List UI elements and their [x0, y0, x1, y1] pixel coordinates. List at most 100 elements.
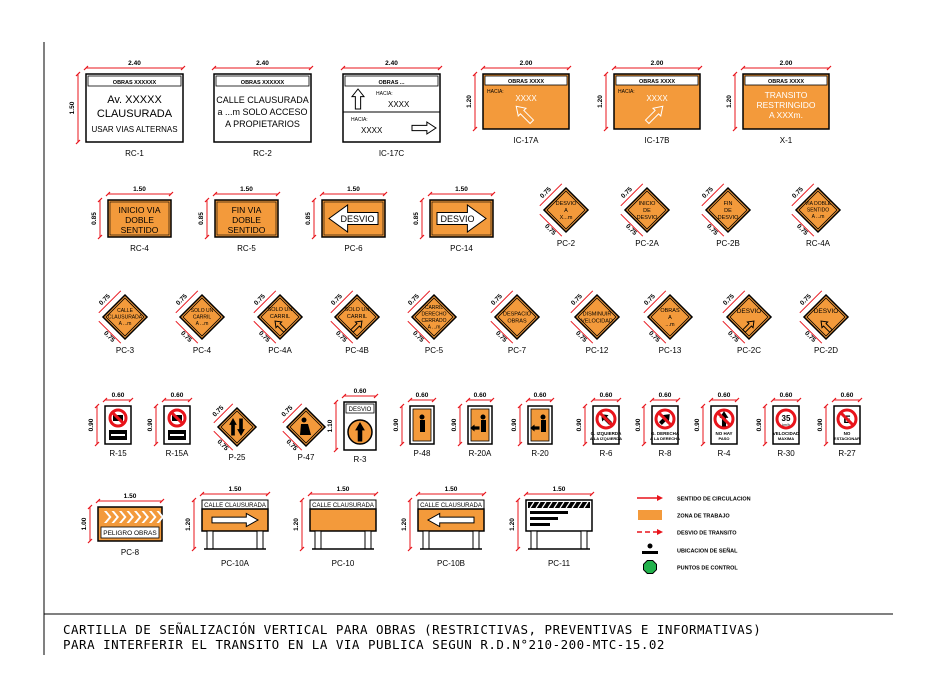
- dimension-tick: [427, 191, 433, 197]
- dimension-tick: [212, 191, 218, 197]
- pedestrian-icon: [419, 414, 425, 420]
- pedestrian-icon: [540, 414, 546, 420]
- sign-location-icon: [647, 543, 653, 549]
- diamond-inner-border: [708, 190, 748, 230]
- sign-text: SOLO UN: [345, 307, 370, 313]
- dimension-tick: [94, 403, 100, 409]
- dimension-label: 1.50: [455, 186, 468, 193]
- dimension-label: 0.75: [175, 293, 189, 307]
- sign-code-label: R-20A: [469, 449, 492, 458]
- sign-code-label: RC-2: [253, 149, 272, 158]
- sign-text: DESVIO: [814, 308, 839, 315]
- dimension-label: 1.50: [240, 186, 253, 193]
- dimension-label: 0.90: [694, 418, 701, 431]
- dimension-tick: [457, 441, 463, 447]
- dimension-tick: [299, 497, 305, 503]
- dimension-line: [722, 290, 746, 314]
- sign-text: DESPACIO: [503, 311, 532, 317]
- sign-text: HACIA:: [376, 91, 393, 97]
- dimension-tick: [419, 197, 425, 203]
- dimension-tick: [437, 65, 443, 71]
- sign-r-15a: 0.600.90R-15A: [147, 392, 193, 458]
- dimension-label: 1.20: [597, 95, 604, 108]
- sign-panel: [87, 75, 182, 87]
- dimension-label: 0.75: [253, 293, 267, 307]
- arrow-diagonal-icon: [742, 320, 755, 333]
- sign-text: XXXX: [515, 94, 537, 103]
- dimension-tick: [566, 65, 572, 71]
- hatched-band: [528, 502, 590, 508]
- sign-code-label: X-1: [780, 136, 793, 145]
- dimension-tick: [307, 491, 313, 497]
- dimension-label: 0.75: [102, 330, 116, 344]
- sign-panel: [215, 75, 310, 87]
- dimension-label: 1.20: [726, 95, 733, 108]
- warning-diamond: [704, 186, 752, 234]
- dimension-line: [213, 430, 234, 451]
- dimension-tick: [399, 403, 405, 409]
- sign-text: HACIA:: [351, 117, 368, 123]
- hatch-stripe: [547, 501, 553, 509]
- sign-inner-border: [323, 201, 384, 236]
- barricade-leg: [256, 530, 264, 550]
- sign-text: CERRADO: [421, 318, 446, 324]
- dimension-tick: [740, 65, 746, 71]
- sign-text: A: [564, 208, 568, 214]
- barricade-leg: [580, 530, 588, 550]
- warning-diamond: [646, 293, 694, 341]
- dimension-label: 1.20: [185, 518, 192, 531]
- sign-code-label: PC-2D: [814, 346, 838, 355]
- legend-label: UBICACION DE SEÑAL: [677, 548, 738, 555]
- sign-text: TRANSITO: [765, 90, 808, 100]
- dimension-line: [282, 430, 303, 451]
- dimension-tick: [796, 397, 802, 403]
- text-bar: [530, 517, 558, 520]
- diamond-inner-border: [729, 297, 769, 337]
- dimension-label: 0.75: [647, 330, 661, 344]
- sign-text: INICIO VIA: [118, 205, 160, 215]
- dimension-tick: [831, 397, 837, 403]
- chevron-icon: [126, 511, 134, 523]
- dimension-label: 0.75: [722, 293, 736, 307]
- dimension-line: [98, 320, 122, 344]
- dimension-line: [620, 213, 644, 237]
- dimension-label: 0.75: [490, 293, 504, 307]
- barricade-leg: [530, 530, 538, 550]
- sign-text: DESVIO: [340, 214, 374, 224]
- sign-text: DESVIO: [349, 407, 372, 413]
- speed-limit-unit: km/h: [782, 423, 790, 427]
- dimension-tick: [732, 71, 738, 77]
- dimension-label: 0.75: [624, 223, 638, 237]
- sign-text: OBRAS: [660, 308, 680, 314]
- sign-panel: [107, 199, 172, 238]
- dimension-tick: [159, 498, 165, 504]
- dimension-label: 1.50: [347, 186, 360, 193]
- dimension-label: 0.60: [474, 392, 487, 399]
- dimension-label: 0.75: [543, 223, 557, 237]
- diamond-inner-border: [289, 410, 323, 444]
- dimension-line: [701, 213, 725, 237]
- pedestrian-body-icon: [541, 420, 546, 432]
- dimension-tick: [697, 65, 703, 71]
- dimension-line: [791, 213, 815, 237]
- dimension-tick: [333, 447, 339, 453]
- sign-code-label: R-8: [659, 449, 672, 458]
- prohibition-slash: [598, 411, 614, 427]
- dimension-label: 0.75: [216, 438, 230, 452]
- legend-label: ZONA DE TRABAJO: [677, 514, 730, 520]
- sign-code-label: P-48: [414, 449, 431, 458]
- sign-panel: [484, 75, 568, 86]
- arrow-right-icon: [411, 121, 437, 135]
- sign-text: XXXX: [361, 126, 383, 135]
- hatch-stripe: [577, 501, 583, 509]
- sign-panel: [615, 75, 699, 86]
- dimension-tick: [128, 397, 134, 403]
